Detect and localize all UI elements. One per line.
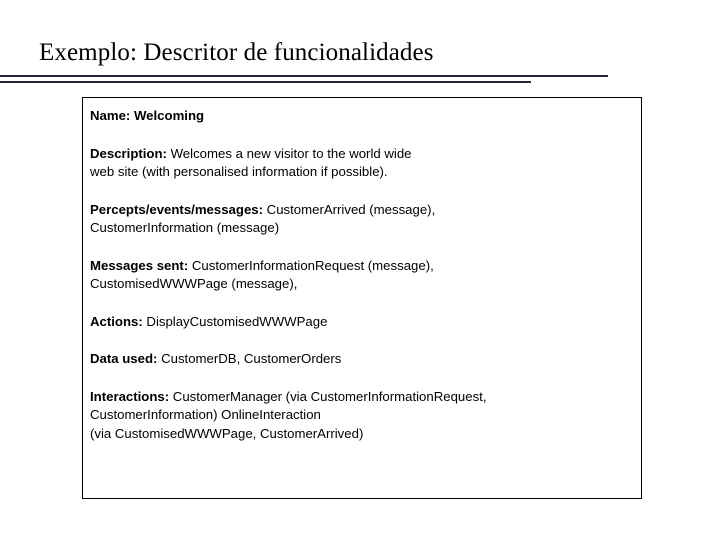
- descriptor-field-value: CustomerManager (via CustomerInformation…: [169, 388, 487, 404]
- descriptor-field: Actions: DisplayCustomisedWWWPage: [90, 313, 636, 332]
- descriptor-field-line: Percepts/events/messages: CustomerArrive…: [90, 201, 636, 220]
- descriptor-field-label: Percepts/events/messages:: [90, 201, 264, 217]
- descriptor-field: Messages sent: CustomerInformationReques…: [90, 257, 636, 294]
- descriptor-field-label: Messages sent:: [90, 257, 189, 273]
- page-title: Exemplo: Descritor de funcionalidades: [39, 39, 434, 66]
- descriptor-field-value: CustomerDB, CustomerOrders: [157, 351, 342, 366]
- descriptor-field-line: (via CustomisedWWWPage, CustomerArrived): [90, 425, 364, 441]
- descriptor-field-line: CustomisedWWWPage (message),: [90, 276, 298, 291]
- descriptor-field-line: Data used: CustomerDB, CustomerOrders: [90, 350, 636, 369]
- descriptor-field-label: Actions:: [90, 313, 143, 329]
- descriptor-field-line: Name: Welcoming: [90, 107, 636, 126]
- descriptor-field-value: CustomerInformationRequest (message),: [188, 257, 434, 273]
- title-divider-lower: [0, 81, 531, 83]
- descriptor-field: Name: Welcoming: [90, 107, 636, 126]
- title-divider-upper: [0, 75, 608, 77]
- descriptor-field-value: DisplayCustomisedWWWPage: [142, 313, 328, 329]
- descriptor-field-value: Welcoming: [130, 108, 205, 123]
- descriptor-field: Percepts/events/messages: CustomerArrive…: [90, 201, 636, 238]
- descriptor-field-line: Actions: DisplayCustomisedWWWPage: [90, 313, 636, 332]
- descriptor-field-line: Messages sent: CustomerInformationReques…: [90, 257, 636, 276]
- descriptor-field-label: Interactions:: [90, 388, 170, 404]
- descriptor-field-label: Name:: [90, 108, 131, 123]
- descriptor-field-line: Description: Welcomes a new visitor to t…: [90, 145, 636, 164]
- descriptor-field-value: CustomerArrived (message),: [263, 201, 436, 217]
- descriptor-field: Data used: CustomerDB, CustomerOrders: [90, 350, 636, 369]
- descriptor-field-label: Data used:: [90, 351, 158, 366]
- descriptor-field: Description: Welcomes a new visitor to t…: [90, 145, 636, 182]
- descriptor-field-line: web site (with personalised information …: [90, 164, 388, 179]
- descriptor-field-label: Description:: [90, 145, 167, 161]
- descriptor-field-line: CustomerInformation (message): [90, 220, 280, 235]
- descriptor-field: Interactions: CustomerManager (via Custo…: [90, 388, 636, 444]
- descriptor-field-line: CustomerInformation) OnlineInteraction: [90, 407, 321, 422]
- descriptor-field-line: Interactions: CustomerManager (via Custo…: [90, 388, 636, 407]
- descriptor-field-value: Welcomes a new visitor to the world wide: [166, 145, 412, 161]
